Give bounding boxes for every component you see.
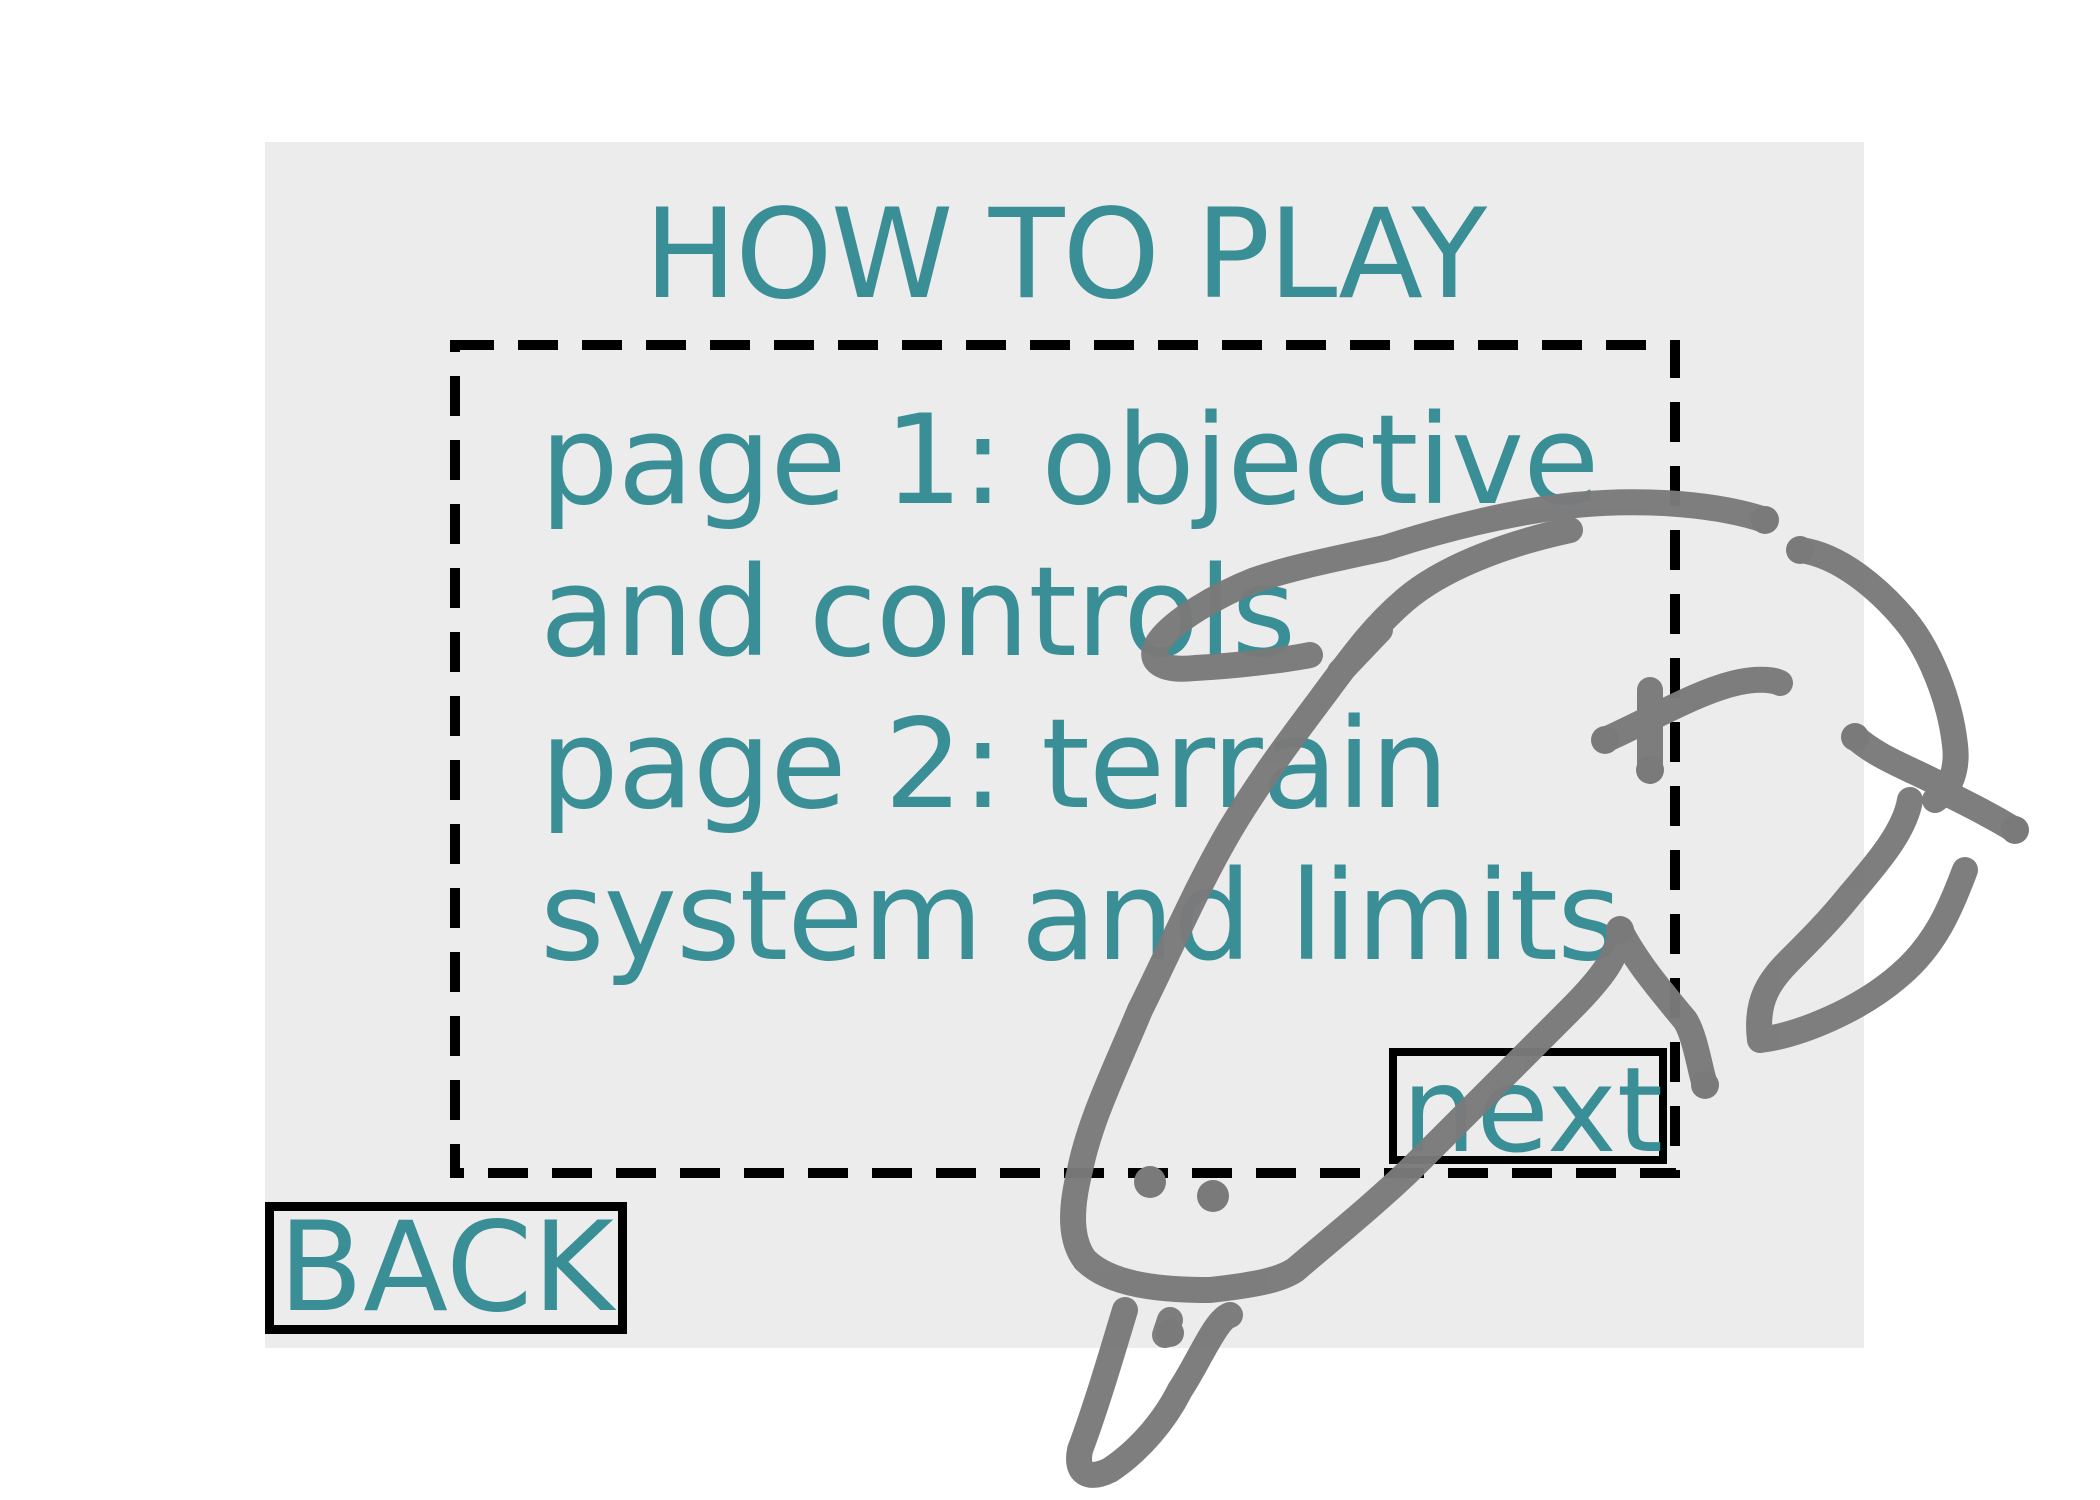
back-button[interactable]: BACK <box>265 1202 627 1334</box>
next-button[interactable]: next <box>1389 1041 1667 1179</box>
screen-title: HOW TO PLAY <box>643 183 1487 327</box>
page-2-line-2: system and limits <box>540 845 1622 989</box>
page-1-line-2: and controls <box>540 541 1296 685</box>
page-1-line-1: page 1: objective <box>540 389 1599 533</box>
page-list: page 1: objective and controls page 2: t… <box>540 385 1690 993</box>
page-2-line-1: page 2: terrain <box>540 693 1449 837</box>
next-button-label: next <box>1401 1041 1663 1179</box>
